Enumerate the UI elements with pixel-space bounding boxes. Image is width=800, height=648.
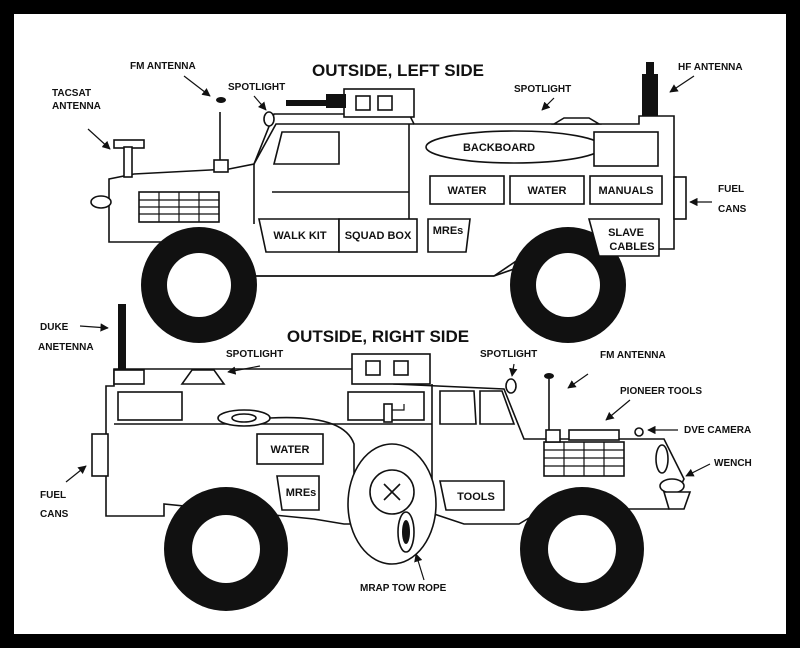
right-water-label: WATER <box>271 444 310 456</box>
right-front-spotlight-label: SPOTLIGHT <box>480 349 537 360</box>
tacsat-label-line1: TACSAT <box>52 88 91 99</box>
right-mres-label: MREs <box>286 487 317 499</box>
hf-antenna-label: HF ANTENNA <box>678 62 743 73</box>
backboard-label: BACKBOARD <box>463 142 535 154</box>
left-water2-label: WATER <box>528 185 567 197</box>
right-side-vehicle <box>91 304 692 611</box>
left-side-vehicle <box>90 62 687 343</box>
tacsat-label-line2: ANTENNA <box>52 101 101 112</box>
left-fm-antenna-label: FM ANTENNA <box>130 61 196 72</box>
manuals-label: MANUALS <box>599 185 654 197</box>
vehicle-diagram: OUTSIDE, LEFT SIDE OUTSIDE, RIGHT SIDE F… <box>38 61 752 611</box>
pioneer-tools-label: PIONEER TOOLS <box>620 386 702 397</box>
left-fuel-label-line1: FUEL <box>718 184 744 195</box>
squad-box-label: SQUAD BOX <box>345 230 412 242</box>
right-rear-spotlight-label: SPOTLIGHT <box>226 349 283 360</box>
tools-label: TOOLS <box>457 491 495 503</box>
dve-camera-label: DVE CAMERA <box>684 425 751 436</box>
right-fuel-label-line1: FUEL <box>40 490 66 501</box>
slave-cables-label-line2: CABLES <box>609 241 654 253</box>
duke-label-line1: DUKE <box>40 322 69 333</box>
right-fm-antenna-label: FM ANTENNA <box>600 350 666 361</box>
duke-label-line2: ANETENNA <box>38 342 94 353</box>
slave-cables-label-line1: SLAVE <box>608 227 644 239</box>
left-side-title: OUTSIDE, LEFT SIDE <box>312 61 484 80</box>
wench-label: WENCH <box>714 458 752 469</box>
walk-kit-label: WALK KIT <box>273 230 326 242</box>
right-fuel-label-line2: CANS <box>40 509 69 520</box>
left-mres-label: MREs <box>433 225 464 237</box>
tow-rope-label: MRAP TOW ROPE <box>360 583 447 594</box>
left-front-spotlight-label: SPOTLIGHT <box>228 82 285 93</box>
right-side-title: OUTSIDE, RIGHT SIDE <box>287 327 469 346</box>
left-water1-label: WATER <box>448 185 487 197</box>
left-fuel-label-line2: CANS <box>718 204 747 215</box>
left-rear-spotlight-label: SPOTLIGHT <box>514 84 571 95</box>
diagram-sheet: OUTSIDE, LEFT SIDE OUTSIDE, RIGHT SIDE F… <box>14 14 786 634</box>
